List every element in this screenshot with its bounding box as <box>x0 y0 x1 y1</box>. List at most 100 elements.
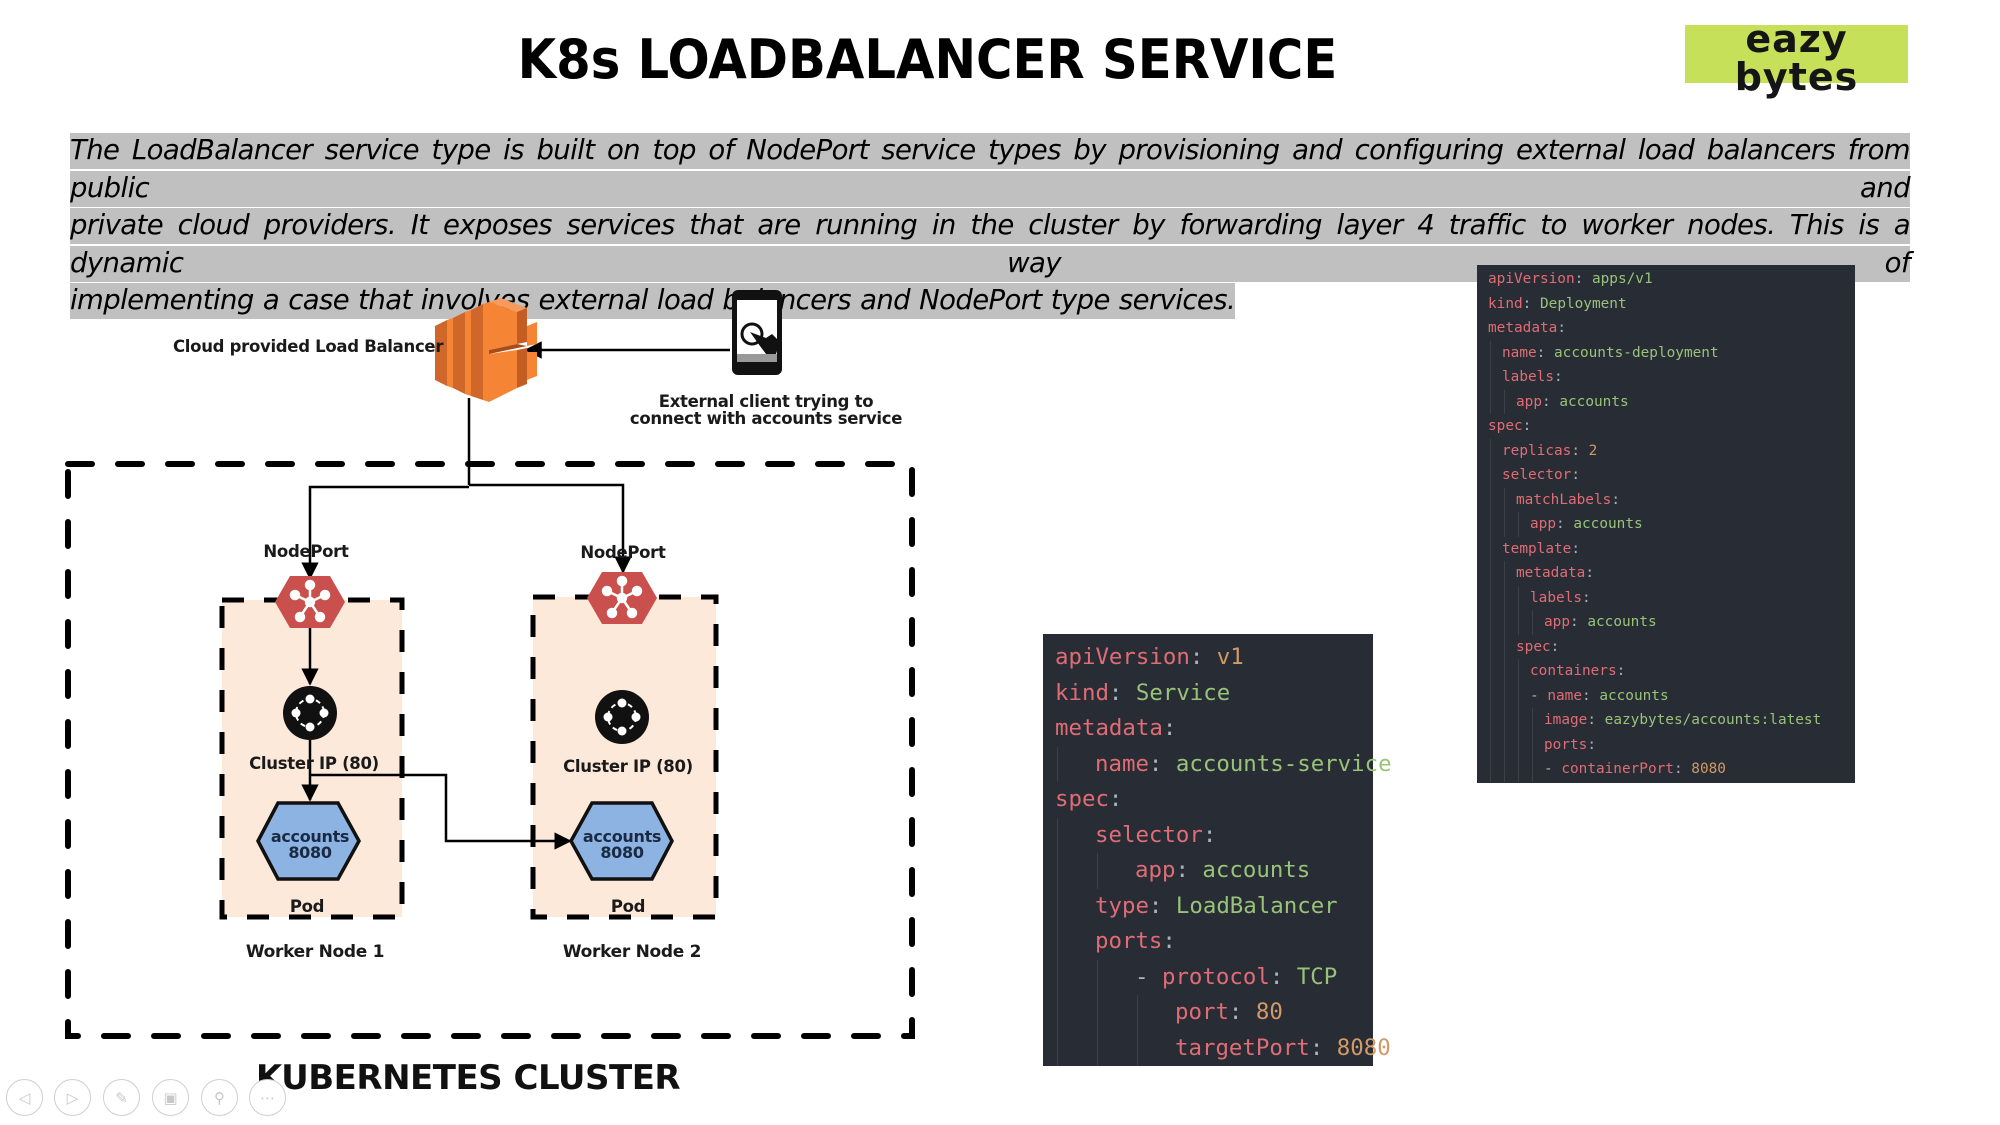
yaml-key: metadata <box>1488 320 1558 336</box>
slides-overview-button[interactable]: ▣ <box>152 1079 189 1116</box>
indent-guide <box>1532 732 1533 757</box>
indent-guide <box>1137 995 1138 1031</box>
yaml-colon: : <box>1616 663 1626 679</box>
yaml-colon: : <box>1557 320 1566 336</box>
indent-guide <box>1518 708 1519 733</box>
intro-line-1: The LoadBalancer service type is built o… <box>70 132 1911 207</box>
indent-guide <box>1518 732 1519 757</box>
pod-1-hexagon <box>256 801 361 881</box>
indent-guide <box>1504 732 1505 757</box>
yaml-key: ports <box>1544 736 1588 753</box>
yaml-colon: : <box>1148 892 1163 919</box>
client-label: External client trying to connect with a… <box>630 392 903 427</box>
indent-guide <box>1490 487 1491 512</box>
indent-guide <box>1490 340 1491 365</box>
yaml-value: Service <box>1122 679 1231 706</box>
yaml-key: containerPort <box>1561 761 1674 777</box>
intro-line-2: private cloud providers. It exposes serv… <box>70 207 1911 282</box>
pod-1-label: Pod <box>289 897 325 916</box>
indent-guide <box>1504 487 1505 512</box>
worker-node-1-label: Worker Node 1 <box>245 942 385 962</box>
service-yaml-line: name: accounts-service <box>1055 746 1392 782</box>
pod-2-port: 8080 <box>600 843 644 862</box>
logo-line-2: bytes <box>1734 55 1859 99</box>
yaml-value: eazybytes/accounts:latest <box>1596 712 1822 728</box>
indent-guide <box>1532 610 1533 635</box>
yaml-value: apps/v1 <box>1583 271 1653 287</box>
yaml-key: app <box>1544 614 1570 630</box>
service-yaml-line: kind: Service <box>1055 676 1373 712</box>
pen-button[interactable]: ✎ <box>103 1079 140 1116</box>
zoom-icon: ⚲ <box>214 1088 225 1107</box>
slides-overview-icon: ▣ <box>163 1088 178 1107</box>
yaml-key: matchLabels <box>1516 491 1612 508</box>
clusterip-2-icon <box>595 690 649 744</box>
deployment-yaml-line: name: accounts-deployment <box>1488 340 1855 365</box>
indent-guide <box>1057 924 1058 960</box>
next-slide-button[interactable]: ▷ <box>54 1079 91 1116</box>
yaml-key: labels <box>1530 589 1582 606</box>
client-label-line-1: External client trying to <box>658 392 874 411</box>
pod-2-name: accounts <box>582 827 662 846</box>
service-yaml-line: targetPort: 8080 <box>1055 1030 1391 1066</box>
yaml-colon: : <box>1587 736 1596 753</box>
yaml-dash: - <box>1544 761 1562 777</box>
yaml-key: spec <box>1516 638 1551 655</box>
service-yaml-line: spec: <box>1055 782 1373 818</box>
yaml-colon: : <box>1587 712 1596 728</box>
yaml-colon: : <box>1162 928 1176 954</box>
yaml-value: 8080 <box>1682 761 1726 777</box>
yaml-value: TCP <box>1283 963 1338 990</box>
yaml-key: apiVersion <box>1488 271 1575 287</box>
lb-to-nodeport-1-line <box>301 485 469 580</box>
clusterip-1-icon <box>283 686 337 740</box>
pod-1-name: accounts <box>270 827 350 846</box>
yaml-value: 2 <box>1579 442 1598 459</box>
indent-guide <box>1504 610 1505 635</box>
indent-guide <box>1097 959 1098 995</box>
indent-guide <box>1490 365 1491 390</box>
pod-1-text: accounts 8080 <box>270 827 350 861</box>
deployment-yaml-line: kind: Deployment <box>1488 292 1855 317</box>
indent-guide <box>1504 708 1505 733</box>
indent-guide <box>1504 757 1505 782</box>
yaml-key: kind <box>1055 679 1109 706</box>
next-slide-icon: ▷ <box>66 1088 79 1107</box>
logo-line-1: eazy <box>1745 17 1848 61</box>
intro-line-3: implementing a case that involves extern… <box>70 282 1910 320</box>
more-icon: ⋯ <box>260 1088 275 1107</box>
yaml-value: 8080 <box>1323 1034 1391 1061</box>
yaml-key: selector <box>1095 821 1203 848</box>
yaml-value: accounts <box>1550 393 1629 410</box>
more-button[interactable]: ⋯ <box>249 1079 286 1116</box>
indent-guide <box>1490 389 1491 414</box>
yaml-colon: : <box>1571 442 1580 459</box>
indent-guide <box>1490 757 1491 782</box>
indent-guide <box>1490 659 1491 684</box>
deployment-yaml-line: - containerPort: 8080 <box>1488 757 1855 782</box>
service-yaml-line: port: 80 <box>1055 995 1373 1031</box>
deployment-yaml-line: app: accounts <box>1488 389 1855 414</box>
kubernetes-cluster-label: KUBERNETES CLUSTER <box>255 1058 681 1098</box>
yaml-value: accounts-deployment <box>1545 344 1719 361</box>
service-yaml-line: selector: <box>1055 817 1373 853</box>
yaml-key: ports <box>1095 928 1163 954</box>
indent-guide <box>1490 708 1491 733</box>
yaml-colon: : <box>1571 540 1580 557</box>
yaml-colon: : <box>1581 687 1591 704</box>
yaml-colon: : <box>1269 963 1284 990</box>
deployment-yaml-line: apiVersion: apps/v1 <box>1488 267 1855 292</box>
indent-guide <box>1518 757 1519 782</box>
indent-guide <box>1057 1030 1058 1066</box>
worker-node-2-label: Worker Node 2 <box>562 942 702 962</box>
zoom-button[interactable]: ⚲ <box>201 1079 238 1116</box>
indent-guide <box>1504 659 1505 684</box>
yaml-value: accounts <box>1590 687 1669 704</box>
service-yaml-line: app: accounts <box>1055 853 1373 889</box>
yaml-colon: : <box>1556 516 1565 532</box>
yaml-colon: : <box>1611 491 1620 508</box>
yaml-colon: : <box>1202 821 1217 848</box>
indent-guide <box>1097 995 1098 1031</box>
indent-guide <box>1504 634 1505 659</box>
previous-slide-button[interactable]: ◁ <box>6 1079 43 1116</box>
